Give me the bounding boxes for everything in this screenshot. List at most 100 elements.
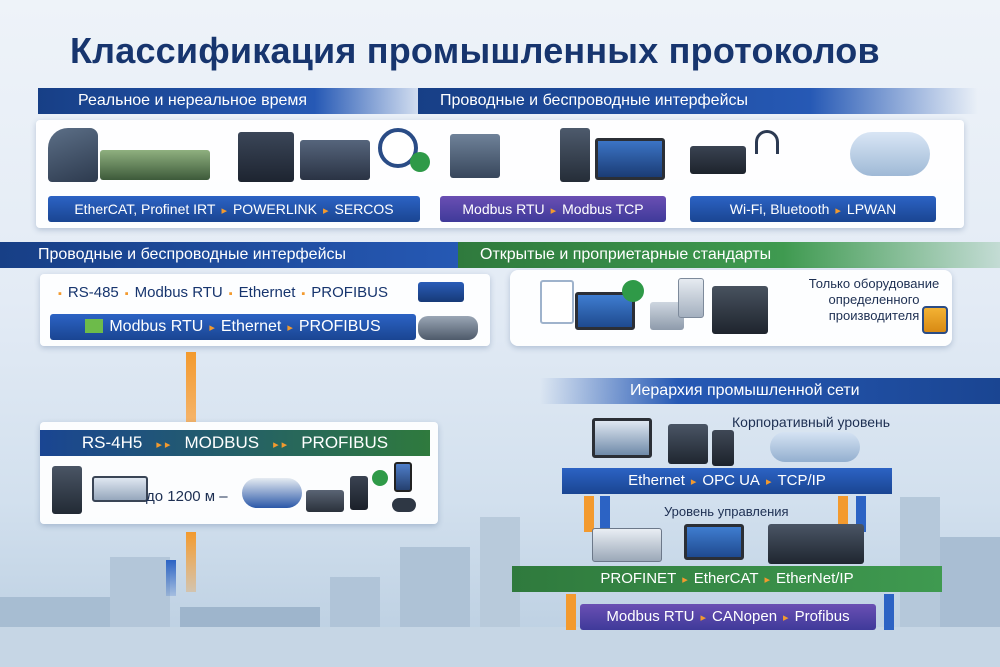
bar-profibus: PROFIBUS: [301, 433, 389, 452]
hierarchy-title: Иерархия промышленной сети: [630, 382, 860, 399]
touch-panel-icon: [450, 134, 500, 178]
separator-icon: ▸: [764, 574, 771, 586]
separator-icon: ▸: [550, 205, 557, 217]
pill-modbus-rtu: Modbus RTU: [462, 201, 545, 217]
row3-protocol-bar: RS-4Н5▸ ▸MODBUS▸ ▸PROFIBUS: [40, 430, 430, 456]
conveyor-icon: [100, 150, 210, 180]
lock-icon: [922, 306, 948, 334]
row1-pill-modbus: Modbus RTU ▸ Modbus TCP: [440, 196, 666, 222]
vertical-link-arrow-icon: [186, 352, 196, 422]
monitor-icon: [595, 138, 665, 180]
signal-icon: [372, 470, 388, 486]
corp-tcpip: TCP/IP: [777, 472, 826, 489]
hmi-panel-icon: [684, 524, 744, 560]
field-canopen: CANopen: [712, 608, 778, 625]
separator-icon: ▸: [783, 612, 789, 624]
row2-band-right: Открытые и проприетарные стандарты: [458, 242, 1000, 268]
module-icon: [678, 278, 704, 318]
meter-icon: [306, 490, 344, 512]
cabinet-icon: [712, 286, 768, 334]
bullet-icon: ▪: [124, 288, 129, 300]
row1-band-left-label: Реальное и нереальное время: [78, 92, 308, 109]
hierarchy-band: Иерархия промышленной сети: [540, 378, 1000, 404]
field-protocol-bar: Modbus RTU ▸ CANopen ▸ Profibus: [580, 604, 876, 630]
server-tower-icon: [712, 430, 734, 466]
pill-wifi-bluetooth: Wi-Fi, Bluetooth: [729, 201, 830, 217]
workstation-icon: [592, 418, 652, 458]
row2-band-right-label: Открытые и проприетарные стандарты: [480, 246, 772, 263]
sensor-cable-icon: [242, 478, 302, 508]
pill-lpwan: LPWAN: [846, 201, 897, 217]
corporate-level-label: Корпоративный уровень: [732, 414, 891, 430]
cable-connector-icon: [418, 316, 478, 340]
mouse-sensor-icon: [392, 498, 416, 512]
separator-icon: ▸: [221, 205, 227, 217]
check-icon: [410, 152, 430, 172]
line2-modbus-rtu: Modbus RTU: [109, 318, 204, 335]
camera-icon: [350, 476, 368, 510]
uplink-arrow-icon: [186, 532, 196, 592]
document-icon: [540, 280, 574, 324]
separator-icon: ▸: [765, 476, 772, 488]
protocol-logo-icon: [85, 319, 104, 333]
vendor-note: Только оборудование определенного произв…: [808, 276, 940, 323]
bullet-icon: ▪: [301, 288, 306, 300]
corp-ethernet: Ethernet: [628, 472, 685, 489]
pill-sercos: SERCOS: [334, 201, 394, 217]
shield-check-icon: [622, 280, 644, 302]
row1-pill-wireless: Wi-Fi, Bluetooth ▸ LPWAN: [690, 196, 936, 222]
line1-ethernet: Ethernet: [238, 284, 296, 301]
row1-pill-realtime: EtherCAT, Profinet IRT ▸ POWERLINK ▸ SERCOS: [48, 196, 420, 222]
row2-pill-protocols: Modbus RTU ▸ Ethernet ▸ PROFIBUS: [50, 314, 416, 340]
level-arrow-icon: [584, 496, 594, 532]
pill-powerlink: POWERLINK: [232, 201, 317, 217]
separator-icon: ▸: [682, 574, 688, 586]
io-module-icon: [52, 466, 82, 514]
laptop-icon: [575, 292, 635, 330]
ctrl-ethernetip: EtherNet/IP: [776, 570, 854, 587]
separator-icon: ▸: [322, 205, 329, 217]
field-arrow-icon: [566, 594, 576, 630]
separator-icon: ▸: [700, 612, 706, 624]
row1-band-right-label: Проводные и беспроводные интерфейсы: [440, 92, 749, 109]
level-arrow-icon: [838, 496, 848, 532]
ctrl-ethercat: EtherCAT: [693, 570, 759, 587]
line1-profibus: PROFIBUS: [311, 284, 388, 301]
uplink-arrow-icon: [166, 560, 176, 596]
row2-line1: ▪RS-485▪Modbus RTU▪Ethernet▪PROFIBUS: [58, 284, 388, 301]
bullet-icon: ▪: [228, 288, 233, 300]
separator-icon: ▸: [835, 205, 841, 217]
level-arrow-icon: [600, 496, 610, 532]
separator-icon: ▸: [287, 322, 293, 334]
line2-profibus: PROFIBUS: [298, 318, 381, 335]
hmi-display-icon: [92, 476, 148, 502]
cloud-storage-icon: [770, 432, 860, 462]
robot-arm-icon: [48, 128, 98, 182]
separator-icon: ▸: [209, 322, 215, 334]
controller-icon: [300, 140, 370, 180]
pill-modbus-tcp: Modbus TCP: [562, 201, 644, 217]
city-background: [0, 470, 1000, 667]
server-rack-icon: [668, 424, 708, 464]
server-icon: [560, 128, 590, 182]
corp-opcua: OPC UA: [702, 472, 760, 489]
separator-icon: ▸: [690, 476, 697, 488]
wifi-icon: [755, 130, 779, 154]
plc-rack-icon: [592, 528, 662, 562]
bar-rs485: RS-4Н5: [81, 433, 143, 452]
handheld-icon: [394, 462, 412, 492]
usb-adapter-icon: [418, 282, 464, 302]
plc-icon: [238, 132, 294, 182]
field-modbus-rtu: Modbus RTU: [606, 608, 695, 625]
line1-rs485: RS-485: [67, 284, 119, 301]
distance-label: до 1200 м –: [146, 488, 228, 505]
line2-ethernet: Ethernet: [220, 318, 282, 335]
field-profibus: Profibus: [794, 608, 850, 625]
separator-icon: ▸ ▸: [273, 439, 288, 451]
corporate-protocol-bar: Ethernet ▸ OPC UA ▸ TCP/IP: [562, 468, 892, 494]
drive-cabinet-icon: [768, 524, 864, 564]
router-icon: [690, 146, 746, 174]
pill-ethercat-profinet: EtherCAT, Profinet IRT: [74, 201, 216, 217]
control-level-label: Уровень управления: [664, 504, 789, 519]
row1-band-right: Проводные и беспроводные интерфейсы: [418, 88, 978, 114]
